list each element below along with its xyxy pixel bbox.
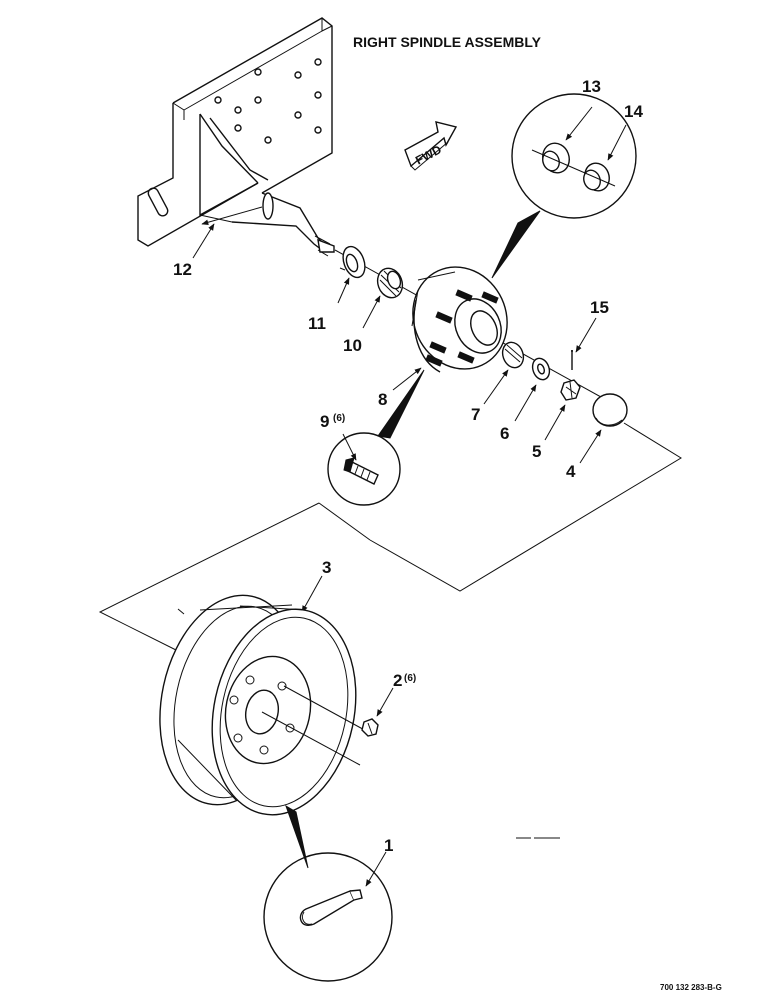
callout-14: 14 [624, 102, 643, 121]
slotted-nut [560, 379, 581, 401]
detail-circle-wheel-stud [327, 369, 425, 506]
inner-bearing-cone [376, 267, 404, 299]
lug-nut [361, 718, 379, 737]
callout-1: 1 [384, 836, 393, 855]
diagram-title: RIGHT SPINDLE ASSEMBLY [353, 34, 542, 50]
callout-8: 8 [378, 390, 387, 409]
callout-9: 9 [320, 412, 329, 431]
outer-bearing-cone [501, 341, 525, 369]
dust-cap [592, 393, 628, 427]
callout-2-quantity: (6) [404, 673, 416, 684]
wheel-rim [159, 594, 371, 816]
callout-11: 11 [308, 314, 326, 333]
callout-15: 15 [590, 298, 609, 317]
callout-7: 7 [471, 405, 480, 424]
callout-2: 2 [393, 671, 402, 690]
callout-5: 5 [532, 442, 541, 461]
callout-3: 3 [322, 558, 331, 577]
callout-12: 12 [173, 260, 192, 279]
spindle-washer [531, 357, 551, 381]
grease-seal [339, 245, 366, 279]
callout-labels: 1 2 (6) 3 4 5 6 7 8 9 (6) 10 11 12 13 14… [173, 77, 643, 855]
spindle-mounting-plate [137, 17, 335, 257]
callout-10: 10 [343, 336, 362, 355]
document-number: 700 132 283-B-G [660, 983, 722, 992]
callout-13: 13 [582, 77, 601, 96]
alignment-guides [98, 422, 682, 839]
wheel-hub [411, 266, 508, 373]
callout-4: 4 [566, 462, 576, 481]
leader-lines [192, 106, 627, 887]
cotter-pin [571, 350, 573, 370]
forward-direction-arrow: FWD [404, 121, 458, 171]
detail-circle-bearing-cups [491, 93, 637, 279]
callout-6: 6 [500, 424, 509, 443]
detail-circle-valve-stem [263, 804, 393, 982]
callout-9-quantity: (6) [333, 413, 345, 424]
